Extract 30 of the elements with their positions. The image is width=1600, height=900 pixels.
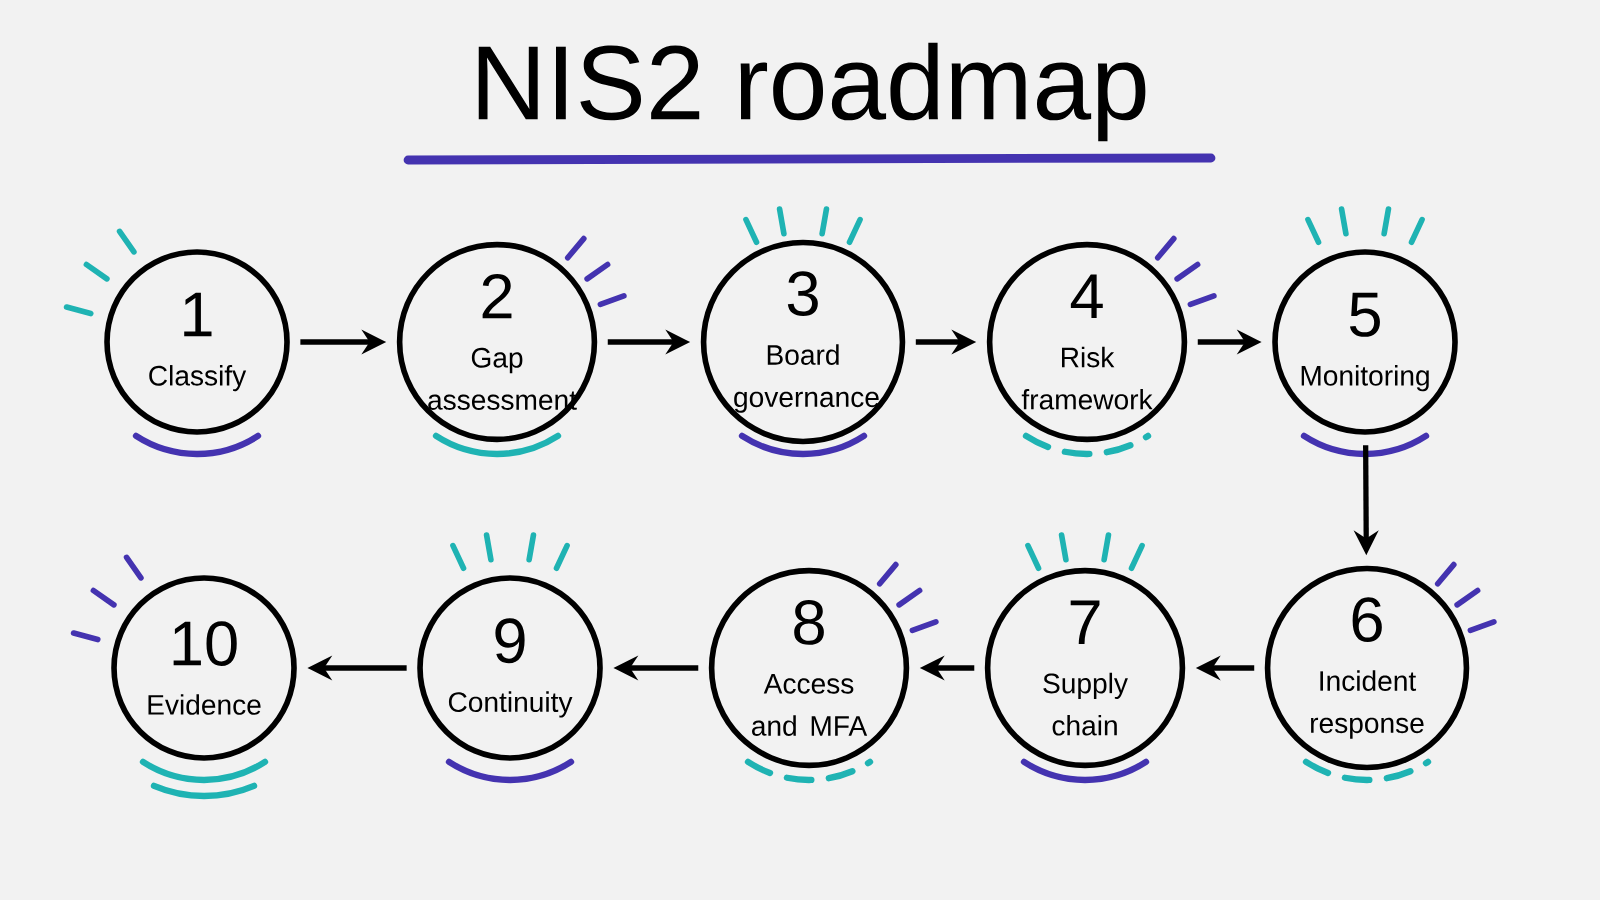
step-number: 6 (1352, 597, 1382, 643)
step-circle (417, 575, 603, 761)
step-label: Continuity (448, 691, 573, 718)
step-circle (1272, 249, 1458, 435)
step-circle (1264, 565, 1470, 771)
step-number: 1 (184, 292, 212, 337)
step-circle (708, 567, 910, 769)
title: NIS2 roadmap (478, 42, 1146, 142)
step-number: 5 (1349, 292, 1380, 337)
step-number: 2 (482, 274, 512, 319)
step-label: Supply chain (1043, 672, 1128, 736)
step-circle (984, 567, 1186, 769)
step-number: 10 (173, 621, 237, 666)
step-label: Access and MFA (752, 674, 868, 736)
step-label: Classify (149, 365, 247, 392)
step-circle (111, 575, 297, 761)
step-label: Evidence (148, 694, 261, 715)
step-label: Risk framework (1021, 346, 1153, 410)
step-number: 9 (495, 618, 525, 664)
step-circle (396, 241, 598, 443)
step-label: Monitoring (1301, 365, 1429, 392)
step-number: 3 (787, 271, 818, 317)
step-number: 7 (1070, 600, 1100, 644)
step-circle (986, 241, 1188, 443)
step-label: Incident response (1311, 670, 1424, 739)
step-number: 8 (794, 600, 824, 645)
step-circle (104, 249, 290, 435)
step-circle (700, 239, 906, 445)
step-number: 4 (1070, 274, 1103, 318)
step-label: Board governance (734, 344, 879, 413)
